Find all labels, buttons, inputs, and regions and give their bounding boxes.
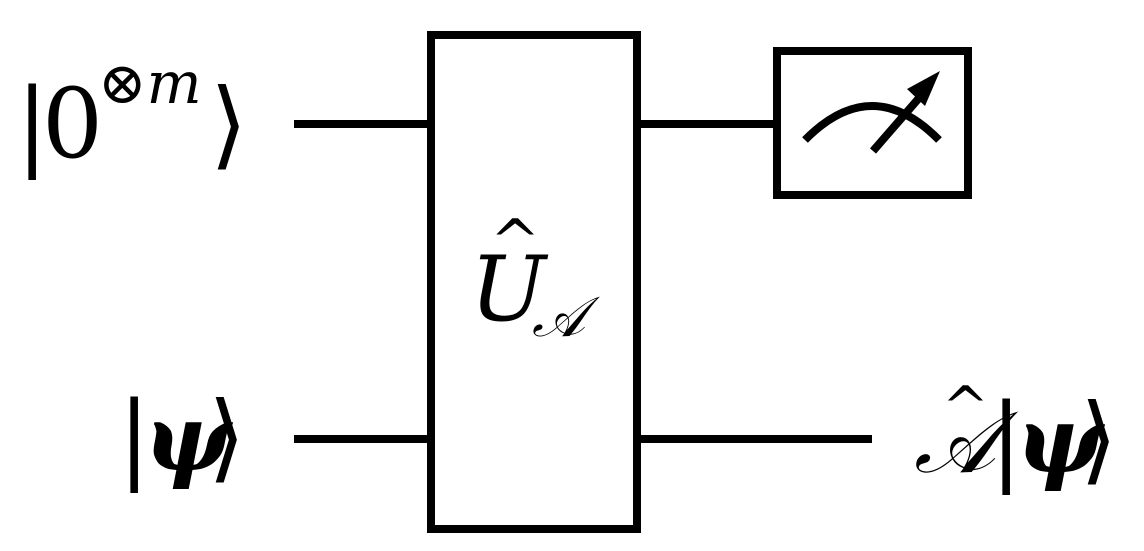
- label-state-input: | ψ ⟩: [118, 381, 245, 493]
- hat-accent: ^: [490, 207, 540, 277]
- ket-close-angle: ⟩: [208, 381, 245, 493]
- measurement-box: [773, 47, 972, 199]
- unitary-gate-box: [427, 31, 641, 533]
- psi-symbol: ψ: [144, 384, 234, 492]
- ancilla-base: 0: [42, 68, 103, 180]
- label-output: ^ 𝒜 | ψ ⟩: [914, 375, 1117, 495]
- ket-open-bar: |: [118, 381, 150, 493]
- unitary-symbol: U: [470, 237, 549, 342]
- psi-symbol: ψ: [1016, 386, 1106, 494]
- ancilla-superscript: ⊗m: [98, 49, 202, 117]
- hat-accent: ^: [942, 375, 989, 440]
- ket-close-angle: ⟩: [210, 68, 247, 180]
- ket-close-angle: ⟩: [1080, 383, 1117, 495]
- ket-open-bar: |: [990, 383, 1022, 495]
- label-ancilla-input: | 0 ⊗m ⟩: [16, 49, 247, 180]
- ket-open-bar: |: [16, 68, 48, 180]
- meter-icon: [802, 71, 942, 154]
